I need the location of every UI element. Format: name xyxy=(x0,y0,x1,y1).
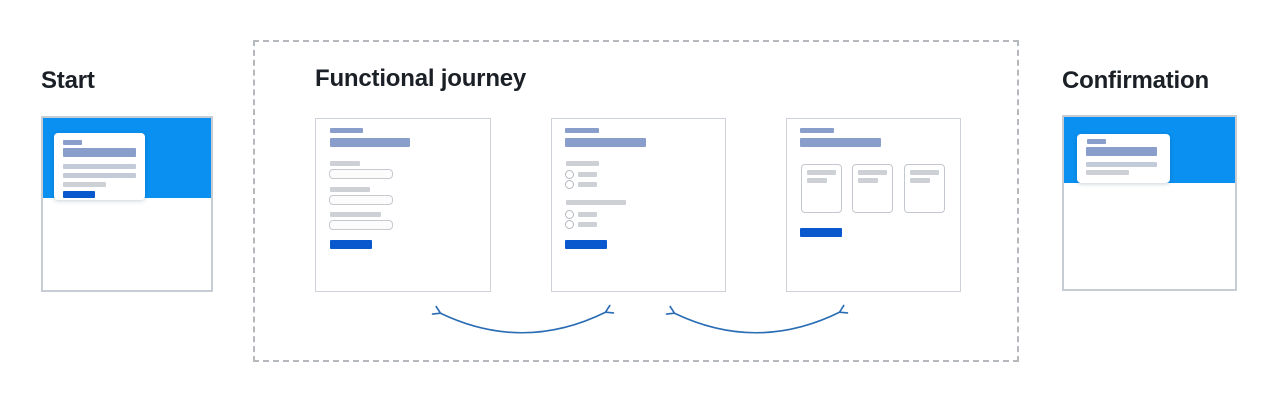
placeholder-kicker-bar xyxy=(800,128,834,133)
overlay-card xyxy=(1077,134,1170,183)
placeholder-option-label xyxy=(578,222,597,227)
placeholder-button-bar xyxy=(63,191,95,198)
start-screen-thumbnail xyxy=(41,116,213,292)
functional-journey-section-title: Functional journey xyxy=(315,65,527,92)
placeholder-heading-bar xyxy=(800,138,881,147)
placeholder-kicker-bar xyxy=(63,140,82,145)
placeholder-field-label xyxy=(330,161,360,166)
cards-screen-thumbnail xyxy=(786,118,961,292)
placeholder-option-label xyxy=(578,172,597,177)
placeholder-kicker-bar xyxy=(330,128,363,133)
placeholder-input-field xyxy=(329,195,393,205)
options-screen-thumbnail xyxy=(551,118,726,292)
overlay-card xyxy=(54,133,145,200)
placeholder-text-line xyxy=(910,170,939,175)
placeholder-text-line xyxy=(858,170,887,175)
placeholder-kicker-bar xyxy=(565,128,599,133)
placeholder-heading-bar xyxy=(1086,147,1157,156)
placeholder-text-line xyxy=(858,178,878,183)
placeholder-text-line xyxy=(63,182,106,187)
placeholder-text-line xyxy=(807,170,836,175)
placeholder-heading-bar xyxy=(63,148,136,157)
placeholder-field-label xyxy=(330,212,381,217)
bidirectional-arrow-icon xyxy=(665,304,849,334)
radio-circle-icon xyxy=(565,180,574,189)
radio-circle-icon xyxy=(565,170,574,179)
placeholder-option-card xyxy=(852,164,893,213)
placeholder-text-line xyxy=(1086,162,1157,167)
placeholder-button-bar xyxy=(565,240,607,249)
placeholder-button-bar xyxy=(800,228,842,237)
radio-circle-icon xyxy=(565,220,574,229)
placeholder-kicker-bar xyxy=(1087,139,1106,144)
confirmation-screen-thumbnail xyxy=(1062,115,1237,291)
placeholder-group-label xyxy=(566,200,626,205)
placeholder-text-line xyxy=(1086,170,1129,175)
bidirectional-arrow-icon xyxy=(431,304,615,334)
form-screen-thumbnail xyxy=(315,118,491,292)
functional-journey-group-border xyxy=(253,40,1019,362)
placeholder-text-line xyxy=(63,173,136,178)
navigation-arrows xyxy=(431,304,849,334)
placeholder-option-card xyxy=(801,164,842,213)
placeholder-text-line xyxy=(63,164,136,169)
placeholder-heading-bar xyxy=(330,138,410,147)
placeholder-text-line xyxy=(910,178,930,183)
placeholder-input-field xyxy=(329,220,393,230)
placeholder-text-line xyxy=(807,178,827,183)
placeholder-option-card xyxy=(904,164,945,213)
placeholder-input-field xyxy=(329,169,393,179)
placeholder-option-label xyxy=(578,182,597,187)
placeholder-button-bar xyxy=(330,240,372,249)
placeholder-group-label xyxy=(566,161,599,166)
placeholder-field-label xyxy=(330,187,370,192)
placeholder-heading-bar xyxy=(565,138,646,147)
placeholder-option-label xyxy=(578,212,597,217)
confirmation-section-title: Confirmation xyxy=(1062,67,1209,94)
radio-circle-icon xyxy=(565,210,574,219)
start-section-title: Start xyxy=(41,67,95,94)
